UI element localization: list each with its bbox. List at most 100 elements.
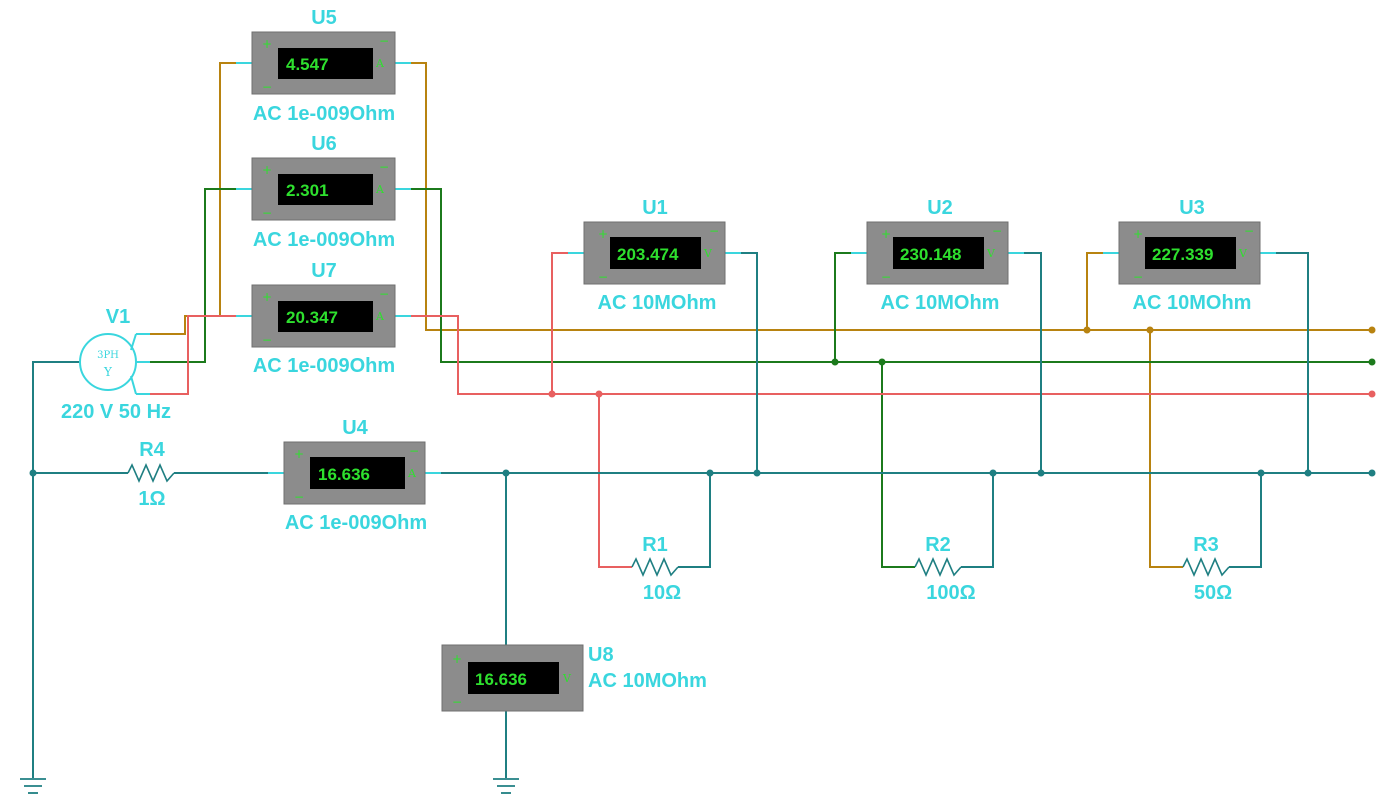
resistor-r2[interactable]: R2 100Ω bbox=[900, 534, 976, 604]
ground-symbol-u8[interactable] bbox=[493, 778, 519, 794]
wire-red-u7-to-bus bbox=[411, 315, 1372, 395]
meter-display bbox=[310, 457, 405, 489]
minus-terminal-icon: − bbox=[598, 270, 608, 284]
meter-display bbox=[1145, 237, 1236, 269]
meter-mode: AC 10MOhm bbox=[598, 292, 717, 314]
source-symbol-bottom: Y bbox=[103, 365, 113, 379]
meter-name: U8 bbox=[588, 644, 614, 666]
source-lead-c bbox=[130, 375, 137, 395]
junction-dot bbox=[1146, 326, 1154, 334]
junction-dot bbox=[989, 469, 997, 477]
meter-name: U2 bbox=[927, 197, 953, 219]
meter-mode: AC 1e-009Ohm bbox=[253, 103, 395, 125]
minus-terminal-icon: − bbox=[409, 444, 419, 458]
terminal-dot bbox=[1368, 390, 1376, 398]
junction-dot bbox=[706, 469, 714, 477]
minus-terminal-icon: − bbox=[262, 80, 272, 94]
ammeter-u4[interactable]: 16.636 + − − A U4 AC 1e-009Ohm bbox=[283, 417, 427, 534]
meter-display bbox=[468, 662, 559, 694]
resistor-value: 1Ω bbox=[138, 488, 165, 510]
ammeter-u5[interactable]: 4.547 + − − A U5 AC 1e-009Ohm bbox=[251, 7, 396, 125]
ammeter-u7[interactable]: 20.347 + − − A U7 AC 1e-009Ohm bbox=[251, 260, 396, 377]
meter-mode: AC 1e-009Ohm bbox=[253, 229, 395, 251]
resistor-r1[interactable]: R1 10Ω bbox=[617, 534, 693, 604]
minus-terminal-icon: − bbox=[379, 34, 389, 48]
meter-display bbox=[610, 237, 701, 269]
junction-dot bbox=[595, 390, 603, 398]
meter-reading: 203.474 bbox=[617, 245, 679, 264]
junction-dot bbox=[1083, 326, 1091, 334]
resistor-name: R1 bbox=[642, 534, 668, 556]
minus-terminal-icon: − bbox=[379, 287, 389, 301]
junction-dot bbox=[502, 469, 510, 477]
minus-terminal-icon: − bbox=[452, 695, 462, 709]
meter-reading: 16.636 bbox=[475, 670, 527, 689]
junction-dot bbox=[831, 358, 839, 366]
minus-terminal-icon: − bbox=[379, 160, 389, 174]
plus-terminal-icon: + bbox=[452, 652, 462, 666]
resistor-value: 50Ω bbox=[1194, 582, 1232, 604]
junction-dot bbox=[1304, 469, 1312, 477]
resistor-name: R4 bbox=[139, 439, 165, 461]
resistor-value: 100Ω bbox=[926, 582, 975, 604]
source-circle bbox=[79, 333, 137, 391]
minus-terminal-icon: − bbox=[262, 206, 272, 220]
terminal-dot bbox=[1368, 469, 1376, 477]
wire-red-to-u1 bbox=[551, 252, 568, 394]
meter-name: U1 bbox=[642, 197, 668, 219]
wire-u3-return bbox=[1276, 252, 1309, 473]
meter-reading: 20.347 bbox=[286, 308, 338, 327]
meter-unit: A bbox=[407, 467, 417, 480]
meter-reading: 227.339 bbox=[1152, 245, 1213, 264]
wire-green-to-r2 bbox=[881, 362, 900, 568]
meter-mode: AC 1e-009Ohm bbox=[253, 355, 395, 377]
resistor-r4[interactable]: R4 1Ω bbox=[114, 439, 190, 510]
meter-reading: 16.636 bbox=[318, 465, 370, 484]
meter-display bbox=[893, 237, 984, 269]
minus-terminal-icon: − bbox=[709, 224, 719, 238]
minus-terminal-icon: − bbox=[881, 270, 891, 284]
wire-r3-return bbox=[1244, 473, 1262, 568]
wire-gold-source-to-u5 bbox=[150, 62, 236, 335]
meter-name: U4 bbox=[342, 417, 368, 439]
meter-reading: 230.148 bbox=[900, 245, 961, 264]
three-phase-source-v1[interactable]: 3PH Y V1 220 V 50 Hz bbox=[61, 306, 171, 423]
ground-symbol-left[interactable] bbox=[20, 778, 46, 794]
wire-r2-return bbox=[976, 473, 994, 568]
source-rating: 220 V 50 Hz bbox=[61, 401, 171, 423]
minus-terminal-icon: − bbox=[294, 490, 304, 504]
resistor-r3[interactable]: R3 50Ω bbox=[1168, 534, 1244, 604]
source-name: V1 bbox=[106, 306, 130, 328]
junction-dot bbox=[753, 469, 761, 477]
plus-terminal-icon: + bbox=[1133, 227, 1143, 241]
minus-terminal-icon: − bbox=[262, 333, 272, 347]
junction-dot bbox=[548, 390, 556, 398]
voltmeter-u2[interactable]: 230.148 + − − V U2 AC 10MOhm bbox=[866, 197, 1009, 314]
voltmeter-u3[interactable]: 227.339 + − − V U3 AC 10MOhm bbox=[1118, 197, 1261, 314]
voltmeter-u8[interactable]: 16.636 + − V U8 AC 10MOhm bbox=[441, 644, 707, 712]
meter-mode: AC 10MOhm bbox=[588, 670, 707, 692]
meter-reading: 2.301 bbox=[286, 181, 329, 200]
wire-gold-to-u3 bbox=[1086, 252, 1103, 330]
wire-green-to-u2 bbox=[834, 252, 851, 362]
meter-unit: A bbox=[375, 310, 385, 323]
ammeter-u6[interactable]: 2.301 + − − A U6 AC 1e-009Ohm bbox=[251, 133, 396, 251]
minus-terminal-icon: − bbox=[1133, 270, 1143, 284]
minus-terminal-icon: − bbox=[992, 224, 1002, 238]
resistor-zigzag bbox=[1182, 557, 1230, 577]
voltmeter-u1[interactable]: 203.474 + − − V U1 AC 10MOhm bbox=[583, 197, 726, 314]
wires bbox=[29, 62, 1376, 778]
meter-unit: V bbox=[703, 247, 713, 260]
plus-terminal-icon: + bbox=[881, 227, 891, 241]
meter-unit: V bbox=[1238, 247, 1248, 260]
meter-name: U7 bbox=[311, 260, 337, 282]
meter-display bbox=[278, 174, 373, 205]
source-symbol-top: 3PH bbox=[97, 350, 119, 361]
meter-name: U6 bbox=[311, 133, 337, 155]
meter-name: U3 bbox=[1179, 197, 1205, 219]
terminal-dot bbox=[1368, 326, 1376, 334]
plus-terminal-icon: + bbox=[598, 227, 608, 241]
plus-terminal-icon: + bbox=[262, 37, 272, 51]
resistor-value: 10Ω bbox=[643, 582, 681, 604]
